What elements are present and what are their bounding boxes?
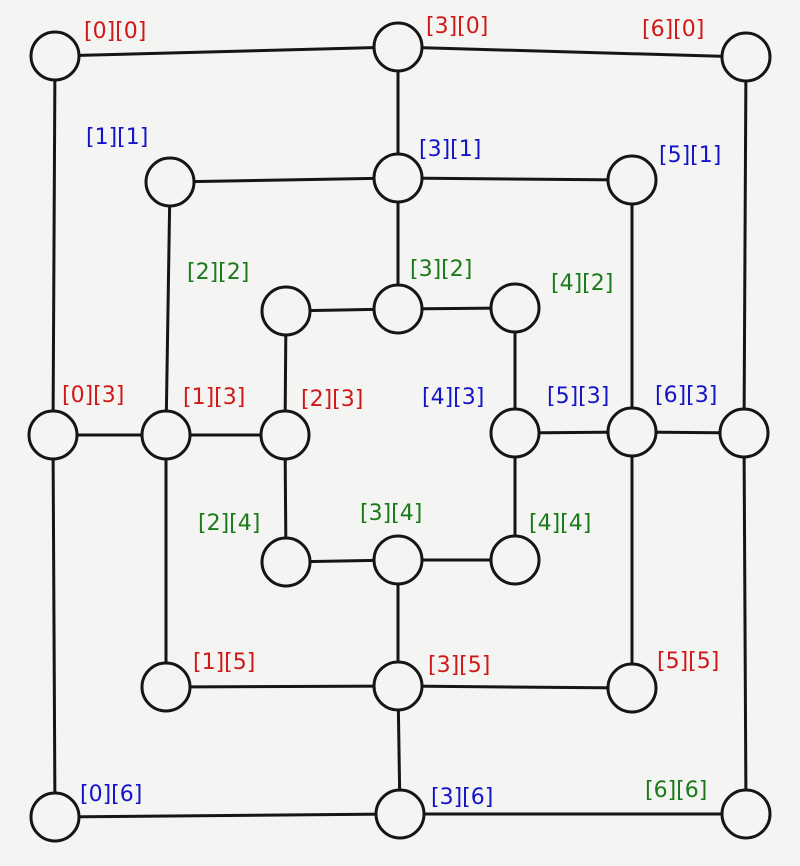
- edge-1-1-to-1-3: [164, 181, 172, 436]
- position-label-2-3: [2][3]: [301, 387, 363, 412]
- position-label-3-0: [3][0]: [426, 14, 488, 39]
- position-node-6-6: [720, 788, 772, 840]
- position-node-0-6: [29, 791, 81, 843]
- position-node-4-3: [489, 407, 541, 459]
- position-node-3-1: [372, 152, 424, 204]
- position-label-1-3: [1][3]: [183, 385, 245, 410]
- position-node-5-5: [606, 662, 658, 714]
- edge-0-0-to-0-3: [51, 55, 57, 436]
- position-label-3-5: [3][5]: [428, 653, 490, 678]
- position-node-1-5: [140, 661, 192, 713]
- edge-3-1-to-5-1: [397, 176, 633, 182]
- position-label-6-6: [6][6]: [645, 778, 707, 803]
- position-label-2-2: [2][2]: [187, 260, 249, 285]
- position-node-3-2: [372, 283, 424, 335]
- position-label-3-6: [3][6]: [431, 785, 493, 810]
- position-label-3-2: [3][2]: [410, 257, 472, 282]
- position-label-5-1: [5][1]: [659, 143, 721, 168]
- position-node-1-1: [144, 156, 196, 208]
- edge-1-1-to-3-1: [169, 176, 399, 184]
- position-node-1-3: [140, 409, 192, 461]
- edge-3-0-to-6-0: [397, 45, 747, 59]
- position-label-5-3: [5][3]: [547, 384, 609, 409]
- position-node-4-4: [489, 534, 541, 586]
- position-label-5-5: [5][5]: [657, 649, 719, 674]
- position-label-2-4: [2][4]: [198, 511, 260, 536]
- position-label-4-3: [4][3]: [422, 385, 484, 410]
- position-node-0-0: [29, 30, 81, 82]
- position-label-0-3: [0][3]: [62, 383, 124, 408]
- edge-3-5-to-5-5: [397, 684, 633, 690]
- position-label-4-4: [4][4]: [529, 511, 591, 536]
- position-label-3-4: [3][4]: [360, 501, 422, 526]
- position-node-5-1: [606, 154, 658, 206]
- position-label-1-5: [1][5]: [193, 650, 255, 675]
- position-node-6-3: [718, 407, 770, 459]
- position-label-0-0: [0][0]: [84, 19, 146, 44]
- position-node-3-0: [372, 21, 424, 73]
- position-node-3-5: [372, 660, 424, 712]
- edge-0-3-to-0-6: [51, 434, 57, 818]
- position-labels: [0][0] [3][0] [6][0] [1][1] [3][1] [5][1] [2][…: [62, 14, 721, 810]
- position-node-6-0: [720, 31, 772, 83]
- position-label-3-1: [3][1]: [419, 137, 481, 162]
- edge-1-5-to-3-5: [165, 684, 399, 689]
- board-positions: [27, 21, 772, 843]
- edge-6-0-to-6-3: [742, 56, 748, 434]
- edge-6-3-to-6-6: [742, 432, 748, 815]
- position-node-3-6: [374, 788, 426, 840]
- edge-0-6-to-3-6: [54, 812, 401, 819]
- position-node-0-3: [27, 409, 79, 461]
- edge-0-0-to-3-0: [54, 45, 399, 58]
- position-label-0-6: [0][6]: [80, 782, 142, 807]
- position-node-4-2: [489, 282, 541, 334]
- position-label-1-1: [1][1]: [86, 125, 148, 150]
- position-label-6-0: [6][0]: [642, 17, 704, 42]
- position-label-6-3: [6][3]: [655, 383, 717, 408]
- position-node-2-3: [259, 409, 311, 461]
- position-node-5-3: [606, 406, 658, 458]
- position-node-2-4: [260, 536, 312, 588]
- position-label-4-2: [4][2]: [551, 271, 613, 296]
- position-node-2-2: [260, 285, 312, 337]
- position-node-3-4: [372, 534, 424, 586]
